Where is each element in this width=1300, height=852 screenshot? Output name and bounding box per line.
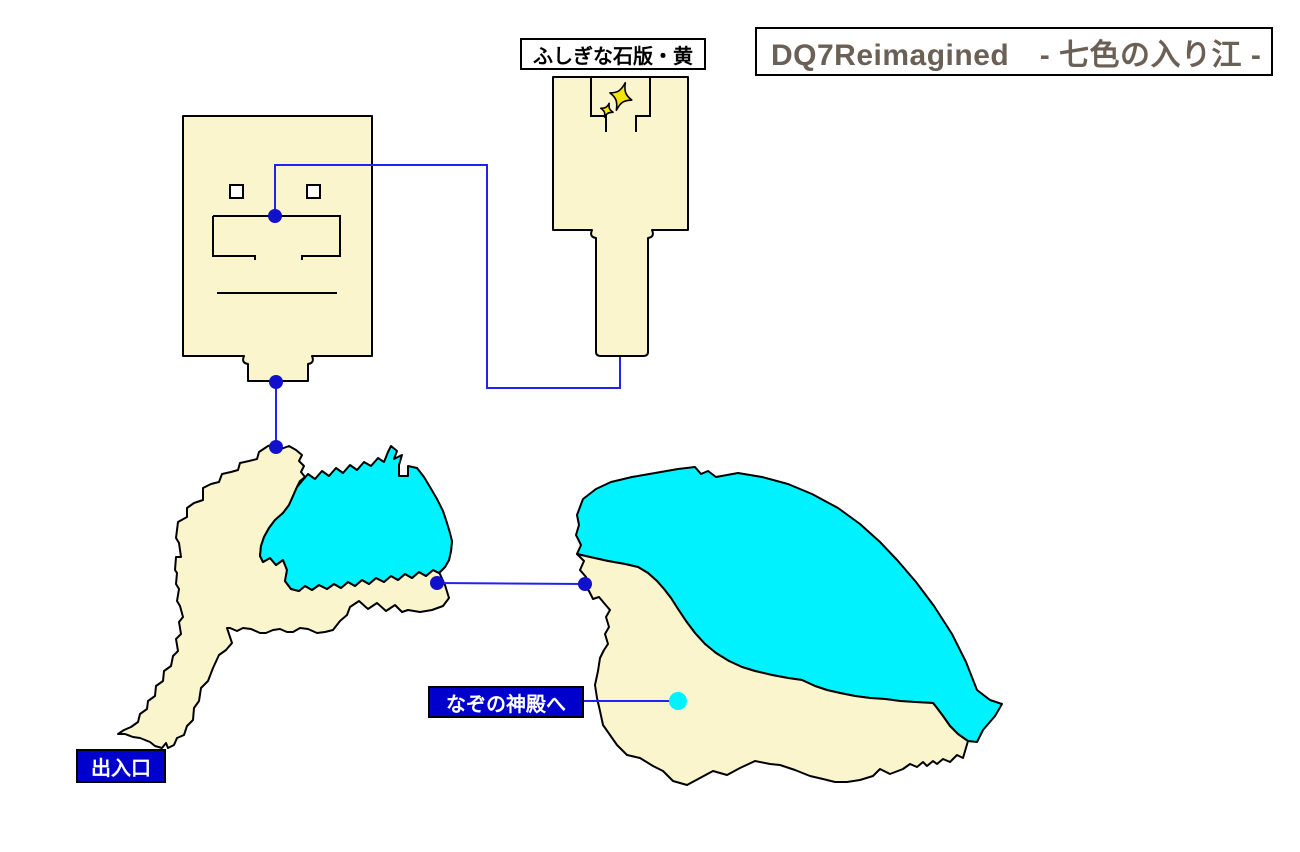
label-stone-tablet-yellow: ふしぎな石版・黄 bbox=[520, 38, 706, 70]
route-node bbox=[269, 440, 283, 454]
route-nodes bbox=[268, 209, 592, 591]
temple-spot-dot bbox=[669, 692, 687, 710]
tablet-room bbox=[552, 76, 689, 357]
west-cove-water bbox=[259, 445, 453, 592]
temple-interior-room bbox=[182, 115, 373, 382]
route-lines bbox=[274, 164, 678, 702]
tablet-room-inner-walls bbox=[590, 77, 651, 132]
route-line-room-to-tablet bbox=[274, 164, 621, 389]
route-line-island-to-island bbox=[436, 582, 586, 585]
map-title: DQ7Reimagined - 七色の入り江 - bbox=[755, 27, 1273, 76]
route-node bbox=[430, 576, 444, 590]
label-entrance-exit: 出入口 bbox=[76, 749, 166, 783]
room-pillar-left bbox=[229, 184, 244, 199]
route-node bbox=[269, 375, 283, 389]
route-node bbox=[268, 209, 282, 223]
sparkle-icon bbox=[599, 81, 633, 118]
room-pillar-right bbox=[306, 184, 321, 199]
east-island-land bbox=[576, 553, 969, 786]
label-to-mystery-temple: なぞの神殿へ bbox=[428, 686, 584, 718]
route-node bbox=[578, 577, 592, 591]
room-inner-walls bbox=[212, 215, 341, 294]
